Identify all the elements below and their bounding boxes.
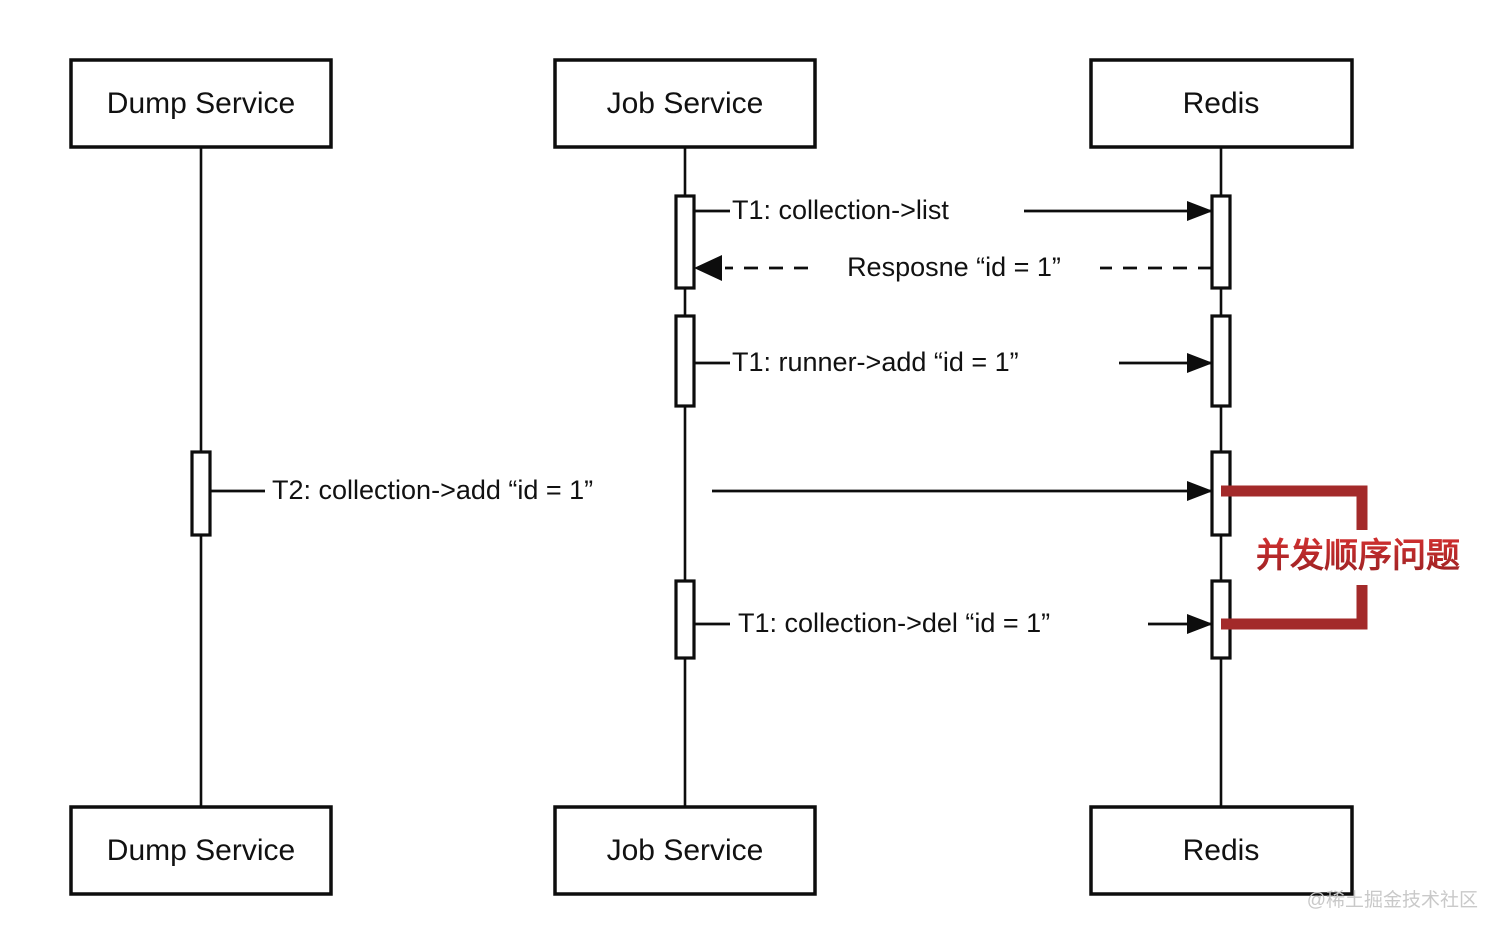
participant-box-dump (69, 58, 333, 149)
participant-label-job: Job Service (607, 87, 764, 120)
message-m3[interactable]: T1: runner->add “id = 1” (694, 347, 1213, 377)
participant-label-redis-bottom: Redis (1183, 834, 1260, 867)
message-label-m4: T2: collection->add “id = 1” (272, 475, 593, 505)
participant-label-dump: Dump Service (107, 87, 295, 120)
participant-header-redis[interactable]: Redis (1089, 58, 1354, 149)
message-label-m1: T1: collection->list (732, 195, 949, 225)
participant-footer-redis[interactable]: Redis (1089, 805, 1354, 896)
annotation-bracket-bottom (1221, 585, 1368, 630)
watermark-label: @稀土掘金技术社区 (1307, 889, 1478, 911)
participant-header-job[interactable]: Job Service (553, 58, 817, 149)
message-label-m3: T1: runner->add “id = 1” (732, 347, 1019, 377)
activation-box-job-1 (674, 194, 696, 290)
message-m4[interactable]: T2: collection->add “id = 1” (210, 475, 1213, 505)
message-m1[interactable]: T1: collection->list (694, 195, 1213, 225)
message-label-m5: T1: collection->del “id = 1” (738, 608, 1050, 638)
message-m5[interactable]: T1: collection->del “id = 1” (694, 608, 1213, 638)
participant-box-job (553, 58, 817, 149)
participant-footer-job[interactable]: Job Service (553, 805, 817, 896)
message-arrowhead-m2 (694, 255, 722, 281)
participant-box-redis (1089, 58, 1354, 149)
annotation-bracket-top (1221, 485, 1368, 530)
participant-label-redis: Redis (1183, 87, 1260, 120)
participant-box-dump-bottom (69, 805, 333, 896)
participant-label-job-bottom: Job Service (607, 834, 764, 867)
annotation-label: 并发顺序问题 (1256, 537, 1460, 575)
activation-box-job-2 (674, 314, 696, 408)
participant-header-dump[interactable]: Dump Service (69, 58, 333, 149)
activation-box-redis-1 (1210, 194, 1232, 290)
participant-box-job-bottom (553, 805, 817, 896)
participant-footer-dump[interactable]: Dump Service (69, 805, 333, 896)
activation-box-job-3 (674, 579, 696, 660)
message-m2[interactable]: Resposne “id = 1” (694, 252, 1212, 282)
message-label-m2: Resposne “id = 1” (847, 252, 1061, 282)
activation-box-dump-1 (190, 450, 212, 537)
participant-box-redis-bottom (1089, 805, 1354, 896)
participant-label-dump-bottom: Dump Service (107, 834, 295, 867)
activation-box-redis-2 (1210, 314, 1232, 408)
